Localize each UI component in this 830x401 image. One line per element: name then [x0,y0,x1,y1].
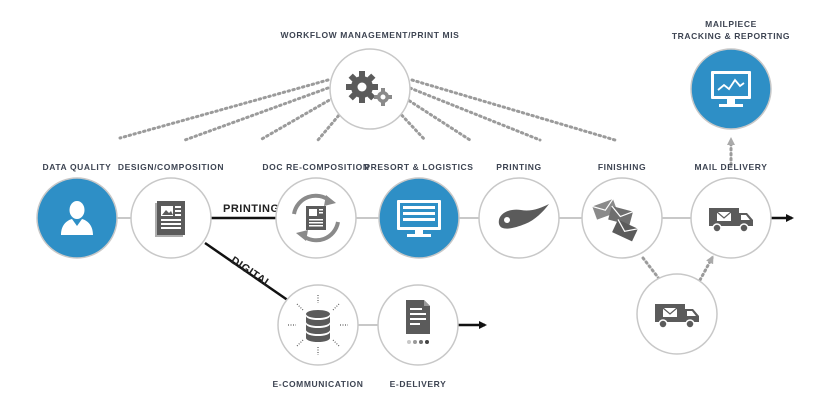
workflow-connections [118,78,617,142]
finishing-to-van-dots [641,256,662,282]
node-label-e-communication: E-COMMUNICATION [273,379,364,389]
database-icon [288,295,348,355]
digital-path-line [204,241,290,303]
envelopes-icon [592,198,639,242]
printing-path-label: PRINTING [223,203,280,215]
digital-path-label: DIGITAL [228,255,273,291]
node-label-design: DESIGN/COMPOSITION [118,162,224,172]
tracking-title-line1: MAILPIECE [705,19,757,29]
delivery-van-icon [655,304,699,329]
tracking-title-line2: TRACKING & REPORTING [672,31,790,41]
monitor-list-icon [397,200,441,237]
document-icon [155,201,185,237]
node-label-printing: PRINTING [496,162,541,172]
node-label-mail-delivery: MAIL DELIVERY [695,162,768,172]
node-label-finishing: FINISHING [598,162,646,172]
delivery-van-icon [709,208,753,233]
node-label-doc-recomposition: DOC RE-COMPOSITION [262,162,369,172]
node-label-e-delivery: E-DELIVERY [390,379,447,389]
ink-drop-icon [498,204,549,229]
node-label-data-quality: DATA QUALITY [43,162,112,172]
user-icon [61,201,93,235]
monitor-chart-icon [711,71,751,107]
refresh-document-icon [292,193,340,243]
van-to-delivery-dots [698,255,714,282]
node-label-presort: PRESORT & LOGISTICS [364,162,473,172]
workflow-title: WORKFLOW MANAGEMENT/PRINT MIS [281,30,460,40]
e-document-icon [406,300,430,344]
